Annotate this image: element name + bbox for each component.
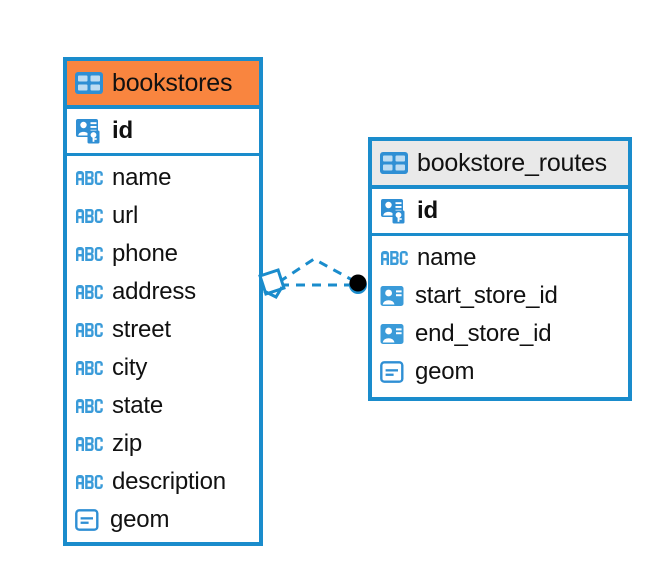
filled-dot-marker [349,274,367,292]
column-row-street[interactable]: street [67,311,259,349]
entity-bookstores-primary-key-row[interactable]: id [67,109,259,156]
foreign-key-icon [380,323,406,345]
crows-foot-tail-icon [263,286,284,299]
foreign-key-icon [380,285,406,307]
entity-bookstores-column-list: name url [67,156,259,539]
crows-foot-diamond-marker [258,268,286,296]
relationship-target-ring [349,276,367,294]
column-row-name[interactable]: name [67,159,259,197]
column-label: start_store_id [415,282,558,309]
column-label: zip [112,430,143,457]
column-label: state [112,392,164,419]
column-row-zip[interactable]: zip [67,425,259,463]
abc-text-icon [75,322,103,338]
entity-bookstore-routes-primary-key-row[interactable]: id [372,189,628,236]
column-row-phone[interactable]: phone [67,235,259,273]
column-label: phone [112,240,178,267]
column-row-description[interactable]: description [67,463,259,501]
column-label: end_store_id [415,320,552,347]
abc-text-icon [380,250,408,266]
geometry-icon [380,361,406,383]
entity-bookstore-routes-header[interactable]: bookstore_routes [372,141,628,189]
entity-bookstore-routes[interactable]: bookstore_routes id [368,137,632,401]
column-label: name [112,164,172,191]
column-row-geom[interactable]: geom [67,501,259,539]
abc-text-icon [75,170,103,186]
entity-bookstore-routes-column-list: name start_store_id [372,236,628,391]
abc-text-icon [75,284,103,300]
column-row-start-store-id[interactable]: start_store_id [372,277,628,315]
abc-text-icon [75,360,103,376]
relationship-connector[interactable] [258,245,373,315]
abc-text-icon [75,436,103,452]
column-label: geom [110,506,170,533]
entity-bookstores-title: bookstores [112,68,233,97]
column-label: address [112,278,196,305]
entity-bookstores-primary-key-label: id [112,117,133,144]
table-grid-icon [380,152,408,174]
column-row-geom[interactable]: geom [372,353,628,391]
table-grid-icon [75,72,103,94]
column-label: street [112,316,171,343]
geometry-icon [75,509,101,531]
column-label: url [112,202,139,229]
column-label: city [112,354,148,381]
column-label: name [417,244,477,271]
entity-bookstore-routes-primary-key-label: id [417,197,438,224]
abc-text-icon [75,398,103,414]
abc-text-icon [75,474,103,490]
abc-text-icon [75,208,103,224]
column-row-name[interactable]: name [372,239,628,277]
column-row-url[interactable]: url [67,197,259,235]
column-row-state[interactable]: state [67,387,259,425]
column-row-city[interactable]: city [67,349,259,387]
column-row-address[interactable]: address [67,273,259,311]
entity-bookstores-header[interactable]: bookstores [67,61,259,109]
column-label: description [112,468,226,495]
abc-text-icon [75,246,103,262]
column-label: geom [415,358,475,385]
primary-key-icon [380,197,408,225]
primary-key-icon [75,117,103,145]
entity-bookstore-routes-title: bookstore_routes [417,148,607,177]
entity-bookstores[interactable]: bookstores id [63,57,263,546]
relationship-line-arc [278,257,355,284]
column-row-end-store-id[interactable]: end_store_id [372,315,628,353]
